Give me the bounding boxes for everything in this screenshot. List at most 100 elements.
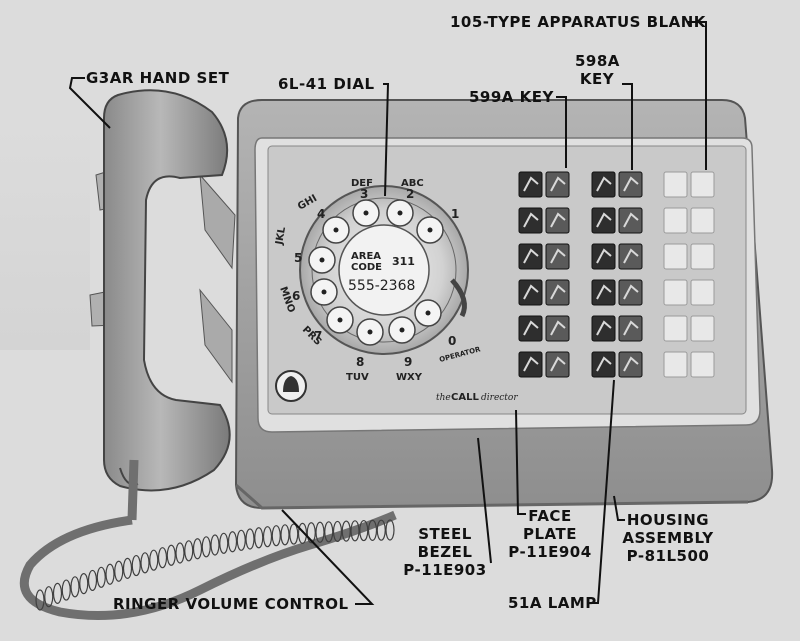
dial-area-line2: CODE	[351, 262, 382, 273]
handset	[89, 89, 236, 492]
label-dial: 6L-41 DIAL	[278, 75, 375, 93]
cord-coil	[70, 576, 80, 598]
cord-coil	[350, 520, 360, 542]
label-housing-line3: P-81L500	[626, 547, 710, 565]
apparatus-blank-r6-c2	[690, 351, 715, 378]
599a-key-highlight	[550, 284, 566, 300]
cord-coil	[236, 529, 246, 551]
cord-coil	[35, 589, 45, 611]
apparatus-blank-r4-c1	[663, 279, 688, 306]
598a-key-r6-c2	[618, 351, 643, 378]
599a-key-r3-c2	[545, 243, 570, 270]
cord-coil	[306, 522, 316, 544]
cord-coil	[227, 531, 238, 553]
cord-coils	[35, 519, 395, 611]
598a-key-r5-c1	[591, 315, 616, 342]
cord-coil	[289, 523, 299, 545]
apparatus-blank-r2-c1	[663, 207, 688, 234]
cord-coil	[166, 544, 176, 566]
brand-director: director	[481, 393, 518, 403]
cord-coil	[52, 582, 63, 604]
cord-coil	[87, 569, 98, 592]
call-director-logo: the CALL director	[436, 392, 518, 403]
apparatus-blank-r5-c2	[690, 315, 715, 342]
label-598a-line2: KEY	[579, 70, 615, 88]
apparatus-blank-r3-c1	[663, 243, 688, 270]
599a-key-r2-c1	[518, 207, 543, 234]
598a-key-highlight	[623, 284, 639, 300]
leader-bezel	[477, 437, 492, 564]
cord-coil	[122, 557, 133, 579]
cord-coil	[254, 527, 264, 549]
dial-letters-def: DEF	[351, 178, 373, 189]
cord-coil	[192, 538, 203, 560]
598a-key-highlight	[596, 212, 612, 228]
599a-key-r2-c2	[545, 207, 570, 234]
dial-number: 555-2368	[348, 278, 415, 294]
599a-key-highlight	[523, 320, 539, 336]
brand-the: the	[436, 393, 451, 403]
598a-key-r2-c2	[618, 207, 643, 234]
label-598a-key: 598A KEY	[575, 52, 619, 88]
rotary-dial	[299, 185, 469, 355]
599a-key-r6-c2	[545, 351, 570, 378]
cord-coil	[105, 563, 115, 585]
599a-key-highlight	[550, 176, 566, 192]
leader-598a	[622, 83, 633, 170]
dial-digit-8: 8	[356, 355, 364, 369]
cord-coil	[175, 542, 185, 564]
598a-key-r4-c2	[618, 279, 643, 306]
label-housing-line1: HOUSING	[626, 511, 710, 529]
leader-599a	[556, 96, 567, 168]
leader-handset	[68, 77, 111, 129]
599a-key-r5-c2	[545, 315, 570, 342]
cord-coil	[149, 549, 159, 571]
599a-key-r5-c1	[518, 315, 543, 342]
dial-digit-3: 3	[360, 187, 368, 201]
leader-dial	[383, 83, 390, 197]
dial-digit-5: 5	[294, 251, 302, 265]
cord-coil	[359, 519, 369, 542]
cord-coil	[315, 521, 325, 543]
cord-coil	[114, 560, 124, 582]
598a-key-r6-c1	[591, 351, 616, 378]
dial-area-line1: AREA	[351, 251, 381, 262]
598a-key-r3-c1	[591, 243, 616, 270]
599a-key-highlight	[523, 212, 539, 228]
599a-key-r6-c1	[518, 351, 543, 378]
bell-logo	[275, 370, 307, 402]
598a-key-r1-c2	[618, 171, 643, 198]
cord-coil	[96, 566, 106, 588]
cord-coil	[140, 552, 150, 574]
598a-key-highlight	[623, 176, 639, 192]
599a-key-highlight	[550, 212, 566, 228]
label-599a-key: 599A KEY	[469, 88, 554, 106]
cord-coil	[376, 519, 386, 541]
dial-digit-2: 2	[406, 187, 414, 201]
599a-key-highlight	[523, 284, 539, 300]
599a-key-highlight	[523, 248, 539, 264]
label-51a-lamp: 51A LAMP	[508, 594, 597, 612]
label-bezel-line3: P-11E903	[403, 561, 487, 579]
label-steel-bezel: STEEL BEZEL P-11E903	[400, 525, 490, 579]
label-apparatus-blank: 105-TYPE APPARATUS BLANK	[450, 13, 706, 31]
598a-key-r2-c1	[591, 207, 616, 234]
599a-key-highlight	[550, 320, 566, 336]
598a-key-highlight	[596, 284, 612, 300]
label-faceplate-line3: P-11E904	[508, 543, 592, 561]
finger-stop	[450, 278, 467, 318]
cord-coil	[385, 519, 395, 541]
label-handset: G3AR HAND SET	[86, 69, 230, 87]
599a-key-r1-c1	[518, 171, 543, 198]
apparatus-blank-r1-c2	[690, 171, 715, 198]
598a-key-highlight	[623, 356, 639, 372]
598a-key-highlight	[623, 212, 639, 228]
dial-number-card	[338, 224, 430, 316]
598a-key-highlight	[596, 320, 612, 336]
cord-coil	[324, 521, 334, 543]
dial-letters-wxy: WXY	[396, 372, 423, 383]
key-field	[518, 171, 715, 378]
label-face-plate: FACE PLATE P-11E904	[500, 507, 600, 561]
label-faceplate-line2: PLATE	[523, 525, 577, 543]
